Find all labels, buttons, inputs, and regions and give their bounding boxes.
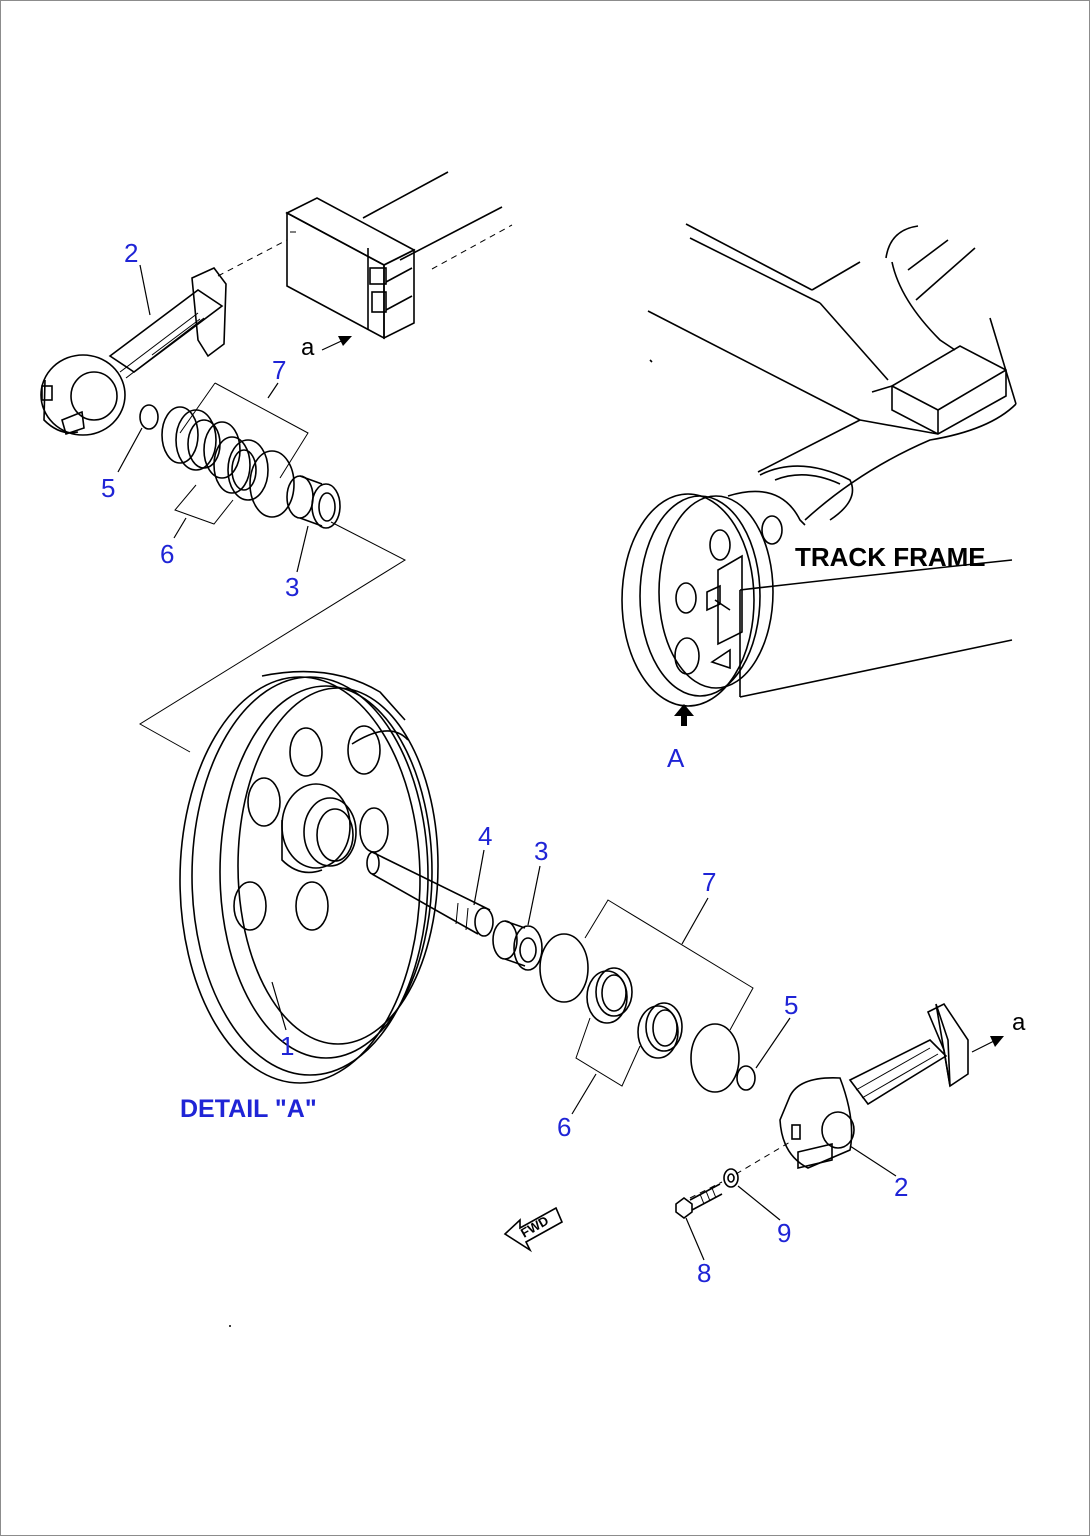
yoke-upper bbox=[40, 267, 227, 436]
callout-7-upper: 7 bbox=[272, 355, 286, 385]
bracket-7-lower bbox=[584, 899, 754, 1031]
o-ring-large-lower-left bbox=[539, 933, 589, 1003]
idler-wheel-small bbox=[621, 465, 854, 707]
callout-9-lower: 9 bbox=[777, 1218, 791, 1248]
frame-block-upper bbox=[285, 171, 503, 340]
callout-8-lower: 8 bbox=[697, 1258, 711, 1288]
yoke-lower bbox=[779, 1002, 969, 1170]
bushing-3-lower bbox=[492, 920, 543, 971]
ref-arrow-lower: a bbox=[971, 1009, 1026, 1053]
callout-2-lower: 2 bbox=[894, 1172, 908, 1202]
shaft-4 bbox=[366, 851, 494, 937]
o-ring-large-upper bbox=[249, 450, 295, 518]
bushing-3-upper bbox=[286, 475, 341, 529]
callout-3-lower: 3 bbox=[534, 836, 548, 866]
callout-5-lower: 5 bbox=[784, 990, 798, 1020]
o-ring-large-lower-right bbox=[690, 1023, 740, 1093]
detail-a-label: DETAIL "A" bbox=[180, 1095, 317, 1123]
callout-6-lower: 6 bbox=[557, 1112, 571, 1142]
fwd-arrow: FWD bbox=[503, 1206, 564, 1253]
bracket-6-upper bbox=[174, 484, 234, 525]
callout-4-lower: 4 bbox=[478, 821, 492, 851]
ref-label-a-upper: a bbox=[301, 334, 315, 361]
washer-9 bbox=[723, 1168, 739, 1188]
callout-1-lower: 1 bbox=[280, 1031, 294, 1061]
floating-seal-lower bbox=[586, 967, 683, 1059]
ref-arrow-upper: a bbox=[301, 334, 352, 361]
track-frame bbox=[647, 223, 1017, 698]
callout-2-upper: 2 bbox=[124, 238, 138, 268]
idler-wheel-1 bbox=[179, 670, 439, 1084]
o-ring-5-upper bbox=[139, 404, 159, 430]
bracket-7-upper bbox=[179, 382, 309, 479]
o-ring-5-lower bbox=[736, 1065, 756, 1091]
callout-7-lower: 7 bbox=[702, 867, 716, 897]
view-arrow-a: A bbox=[667, 704, 694, 773]
callout-6-upper: 6 bbox=[160, 539, 174, 569]
track-frame-label: TRACK FRAME bbox=[795, 542, 986, 572]
ref-label-a-lower: a bbox=[1012, 1009, 1026, 1036]
floating-seal-upper bbox=[161, 406, 269, 501]
bolt-8 bbox=[675, 1183, 723, 1219]
detail-link-bracket bbox=[139, 521, 407, 753]
callout-3-upper: 3 bbox=[285, 572, 299, 602]
view-arrow-label: A bbox=[667, 743, 685, 773]
bracket-6-lower bbox=[575, 1017, 641, 1087]
callout-5-upper: 5 bbox=[101, 473, 115, 503]
